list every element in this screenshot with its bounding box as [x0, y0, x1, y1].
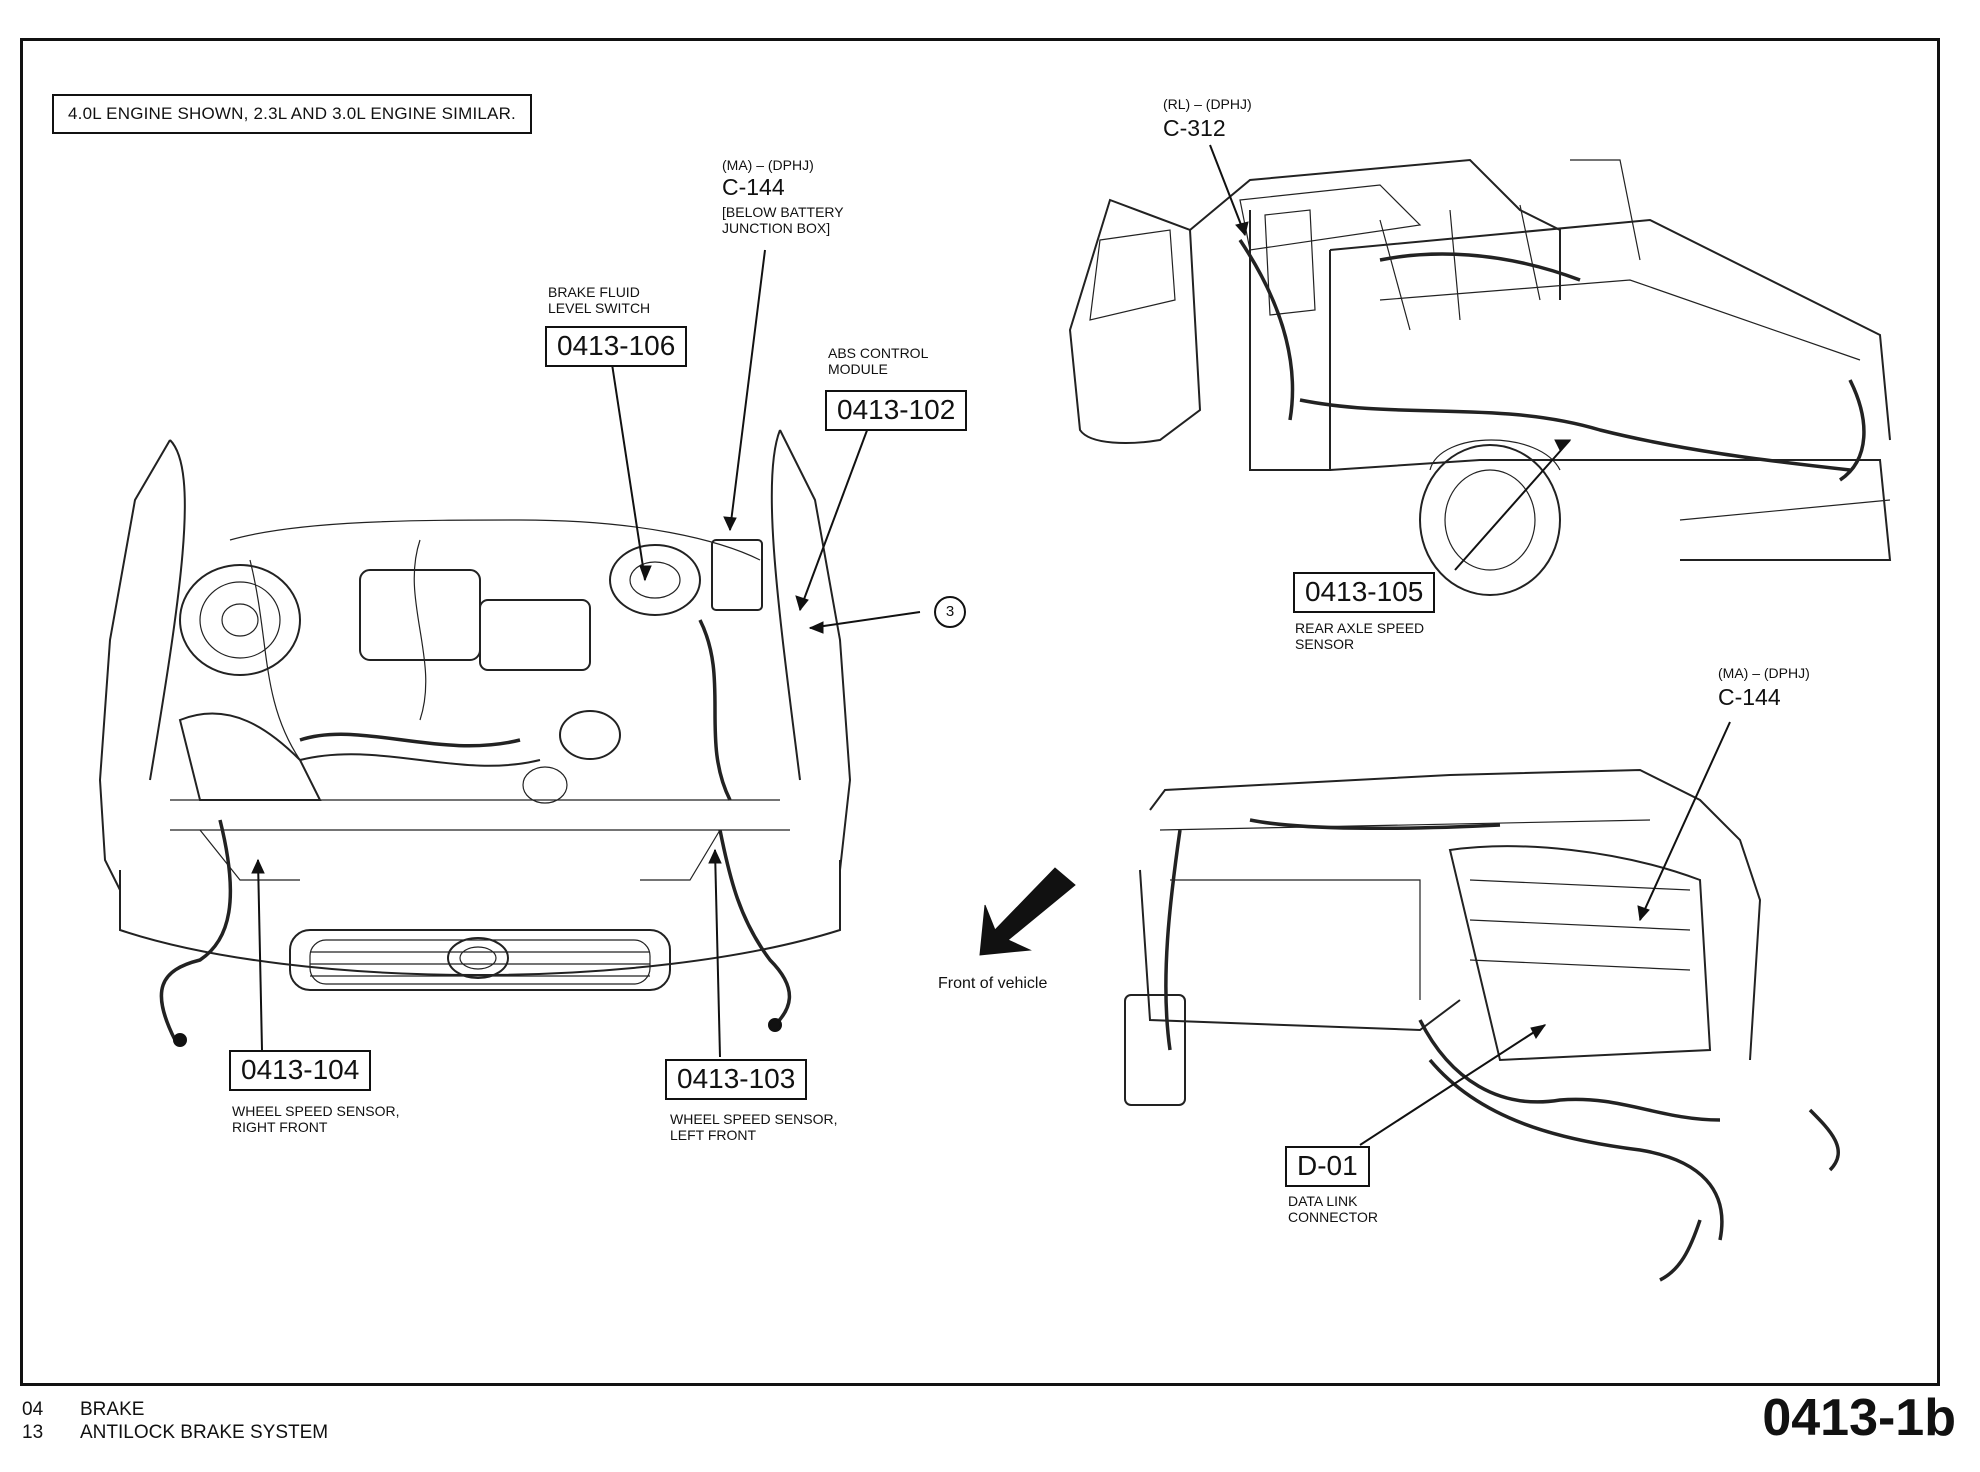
footer-group-code: 04: [22, 1399, 44, 1420]
callout-3-circle: 3: [934, 596, 966, 628]
connector-c312-id: C-312: [1163, 115, 1226, 141]
component-label-wheel-speed-sensor-left-front: WHEEL SPEED SENSOR, LEFT FRONT: [670, 1111, 838, 1143]
footer-group-name: BRAKE: [80, 1399, 145, 1420]
component-label-rear-axle-speed-sensor: REAR AXLE SPEED SENSOR: [1295, 620, 1425, 652]
engine-note: 4.0L ENGINE SHOWN, 2.3L AND 3.0L ENGINE …: [52, 94, 532, 134]
component-ref-0413-105: 0413-105: [1293, 572, 1436, 613]
connector-c144-dash-id: C-144: [1718, 684, 1781, 710]
footer-section-code: 13: [22, 1422, 44, 1443]
component-label-wheel-speed-sensor-right-front: WHEEL SPEED SENSOR, RIGHT FRONT: [232, 1103, 400, 1135]
callout-3-number: 3: [945, 603, 955, 620]
diagram-frame: [20, 38, 1940, 1386]
front-of-vehicle-label: Front of vehicle: [938, 975, 1048, 992]
engine-bay-drawing: [98, 429, 852, 1047]
connector-c144-top-id: C-144: [722, 174, 785, 200]
footer-section-name: ANTILOCK BRAKE SYSTEM: [80, 1422, 329, 1443]
leader-lines: [251, 144, 1731, 1146]
front-of-vehicle-arrow: [979, 867, 1076, 956]
component-ref-0413-106: 0413-106: [545, 326, 688, 367]
connector-c312-code: (RL) – (DPHJ): [1163, 96, 1252, 112]
dashboard-drawing: [1124, 768, 1841, 1282]
component-label-data-link-connector: DATA LINK CONNECTOR: [1288, 1193, 1378, 1225]
component-ref-d-01: D-01: [1285, 1146, 1370, 1187]
component-ref-0413-104: 0413-104: [229, 1050, 372, 1091]
component-label-abs-control-module: ABS CONTROL MODULE: [828, 345, 929, 377]
page-number: 0413-1b: [1762, 1389, 1956, 1447]
component-ref-0413-103: 0413-103: [665, 1059, 808, 1100]
connector-c144-top-desc: [BELOW BATTERY JUNCTION BOX]: [722, 204, 844, 236]
component-label-brake-fluid-level-switch: BRAKE FLUID LEVEL SWITCH: [548, 284, 651, 316]
component-ref-0413-102: 0413-102: [825, 390, 968, 431]
truck-drawing: [1068, 158, 1892, 596]
connector-c144-dash-code: (MA) – (DPHJ): [1718, 665, 1810, 681]
connector-c144-top-code: (MA) – (DPHJ): [722, 157, 814, 173]
